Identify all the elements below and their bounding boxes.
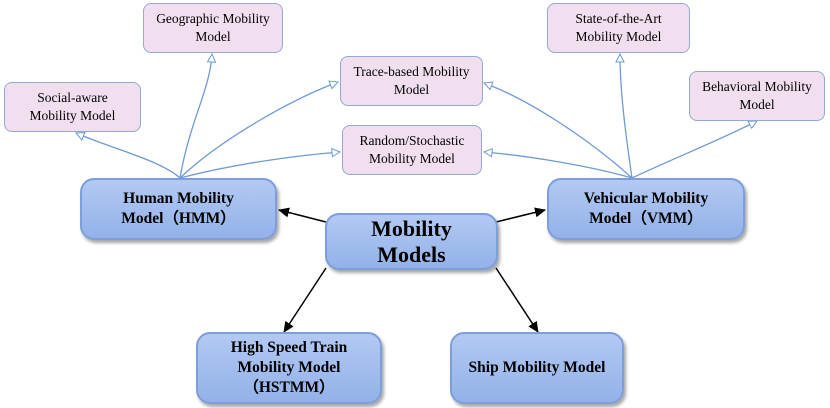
social-label: Social-aware Mobility Model <box>29 90 116 123</box>
vehicular-mobility-model-node: Vehicular Mobility Model（VMM） <box>547 178 745 240</box>
center-label: Mobility Models <box>371 215 452 267</box>
behavioral-label: Behavioral Mobility Model <box>702 79 812 112</box>
train-label: High Speed Train Mobility Model （HSTMM） <box>230 339 348 396</box>
random-stochastic-mobility-model-node: Random/Stochastic Mobility Model <box>342 125 482 175</box>
vehicular-label: Vehicular Mobility Model（VMM） <box>583 190 709 227</box>
human-mobility-model-node: Human Mobility Model（HMM） <box>80 178 277 240</box>
state-label: State-of-the-Art Mobility Model <box>575 11 662 44</box>
social-aware-mobility-model-node: Social-aware Mobility Model <box>4 82 141 132</box>
edge-hmm-trace <box>179 82 338 179</box>
edge-hmm-social <box>76 133 181 179</box>
state-of-the-art-mobility-model-node: State-of-the-Art Mobility Model <box>547 3 690 53</box>
arrow-center-train <box>283 267 327 333</box>
trace-based-mobility-model-node: Trace-based Mobility Model <box>340 56 483 106</box>
arrow-center-ship <box>495 267 539 333</box>
edge-hmm-geographic <box>179 54 212 179</box>
high-speed-train-mobility-model-node: High Speed Train Mobility Model （HSTMM） <box>196 332 382 404</box>
human-label: Human Mobility Model（HMM） <box>121 190 236 227</box>
trace-label: Trace-based Mobility Model <box>353 64 470 97</box>
edge-vmm-random <box>484 152 633 179</box>
mobility-models-center-node: Mobility Models <box>325 213 498 270</box>
arrow-center-hmm <box>278 207 327 223</box>
geographic-label: Geographic Mobility Model <box>156 11 270 44</box>
random-label: Random/Stochastic Mobility Model <box>359 133 465 166</box>
edge-hmm-random <box>179 152 340 179</box>
ship-label: Ship Mobility Model <box>468 359 606 376</box>
edge-vmm-behavioral <box>631 120 757 179</box>
geographic-mobility-model-node: Geographic Mobility Model <box>143 3 283 53</box>
arrow-center-vmm <box>495 207 546 223</box>
edge-vmm-trace <box>484 83 633 179</box>
ship-mobility-model-node: Ship Mobility Model <box>450 332 624 404</box>
behavioral-mobility-model-node: Behavioral Mobility Model <box>689 71 825 121</box>
edge-vmm-state <box>620 54 633 179</box>
